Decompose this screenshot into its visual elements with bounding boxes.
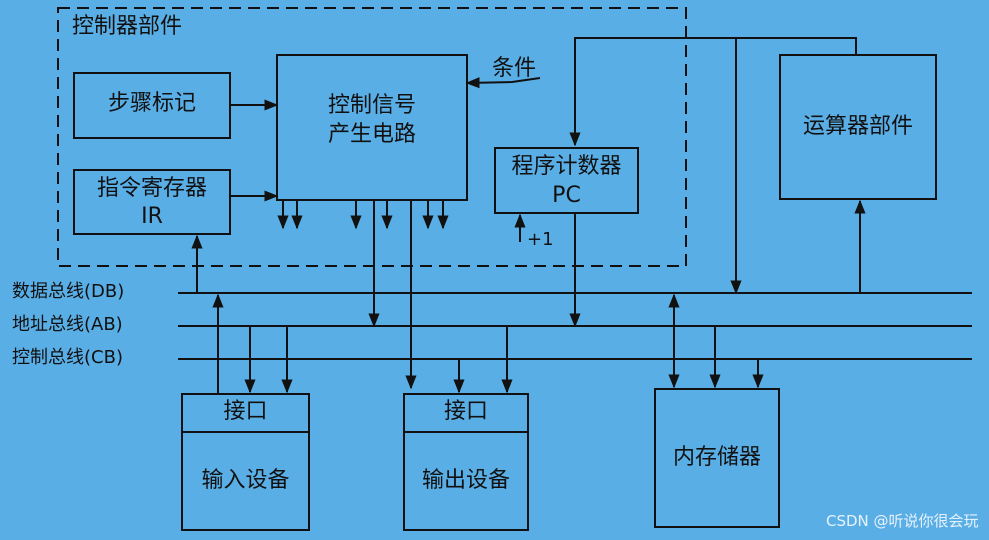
condition-label: 条件 <box>492 56 537 81</box>
ir-label-line2: IR <box>141 204 163 229</box>
output-device-label: 输出设备 <box>421 468 510 493</box>
increment-label: +1 <box>527 229 554 250</box>
input-interface-label: 接口 <box>223 399 268 424</box>
alu-label: 运算器部件 <box>802 114 913 139</box>
data-bus-label: 数据总线(DB) <box>12 281 125 302</box>
input-device-label: 输入设备 <box>201 468 290 493</box>
output-interface-label: 接口 <box>443 399 488 424</box>
pc-label-line1: 程序计数器 <box>511 154 622 179</box>
output-device-box <box>403 393 529 531</box>
signal-circuit-label-line1: 控制信号 <box>327 93 416 118</box>
ir-box <box>73 169 231 235</box>
address-bus-label: 地址总线(AB) <box>12 314 123 335</box>
alu-box <box>779 54 937 200</box>
input-device-box <box>181 393 310 531</box>
watermark: CSDN @听说你很会玩 <box>826 512 979 530</box>
control-unit-title: 控制器部件 <box>72 14 183 39</box>
ir-label-line1: 指令寄存器 <box>96 176 207 201</box>
step-marker-label: 步骤标记 <box>107 91 196 116</box>
memory-box <box>654 388 780 528</box>
pc-label-line2: PC <box>552 183 581 208</box>
memory-label: 内存储器 <box>672 445 761 470</box>
signal-circuit-box <box>276 54 468 201</box>
signal-circuit-label-line2: 产生电路 <box>327 122 416 147</box>
control-unit-boundary <box>57 7 687 267</box>
control-bus-label: 控制总线(CB) <box>12 347 123 368</box>
pc-box <box>494 147 639 214</box>
